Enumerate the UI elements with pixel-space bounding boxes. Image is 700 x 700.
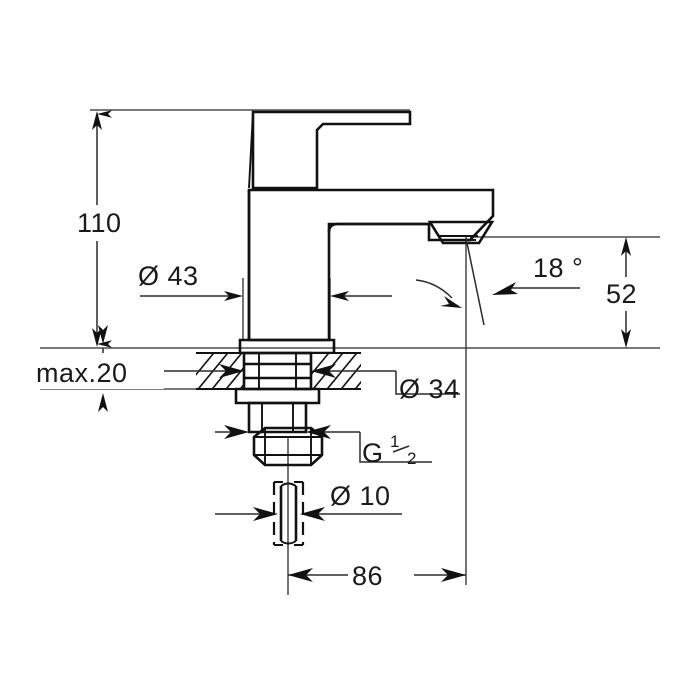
dimension-18deg-label: 18 ° <box>533 253 583 283</box>
dimension-86-label: 86 <box>352 561 383 591</box>
dimension-thread-denominator: 2 <box>407 449 416 468</box>
dimension-thread-label: G <box>362 438 384 468</box>
dimension-52: 52 <box>604 237 660 348</box>
supply-tail-body <box>279 486 298 541</box>
dimension-thread-g-half: G 1 2 <box>215 425 432 468</box>
dimension-86: 86 <box>288 557 466 593</box>
dimension-110: 110 <box>72 110 134 348</box>
dimension-angle-18: 18 ° <box>415 237 583 326</box>
dimension-34-label: Ø 34 <box>399 374 460 404</box>
dimension-110-label: 110 <box>77 208 122 238</box>
dimension-diameter-43: Ø 43 <box>138 261 392 301</box>
dimension-max-20: max.20 <box>34 325 396 412</box>
shank-assembly <box>234 351 324 546</box>
dimension-43-label: Ø 43 <box>138 261 199 291</box>
dimension-10-label: Ø 10 <box>330 481 391 511</box>
dimension-diameter-34: Ø 34 <box>395 371 460 404</box>
dimension-max20-label: max.20 <box>36 358 128 388</box>
handle-lever <box>251 110 412 190</box>
dimension-thread-numerator: 1 <box>390 432 399 451</box>
spout-underside <box>327 222 429 233</box>
dimension-diameter-10: Ø 10 <box>215 481 402 521</box>
dimension-52-label: 52 <box>606 279 637 309</box>
washer-plate <box>234 387 321 405</box>
